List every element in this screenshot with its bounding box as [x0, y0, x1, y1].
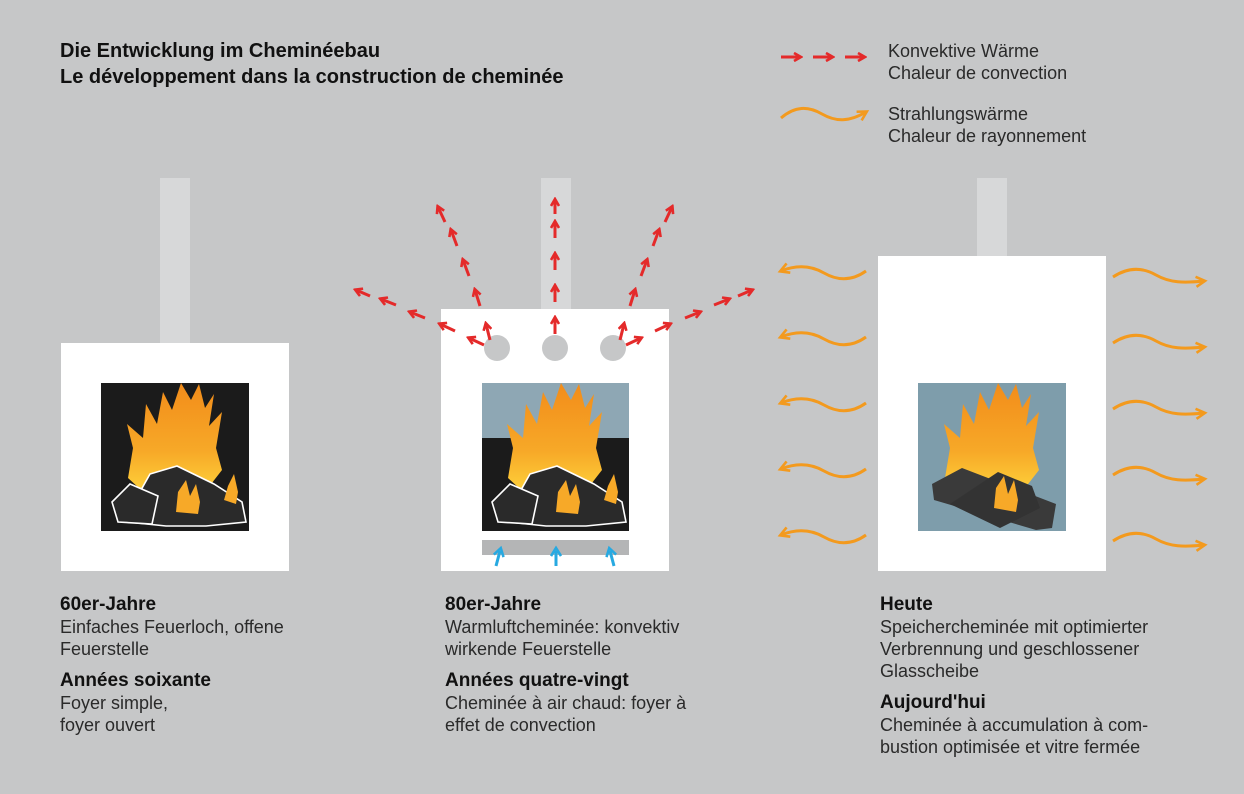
legend-convective-de: Konvektive Wärme: [888, 41, 1040, 61]
legend-radiant-de: Strahlungswärme: [888, 104, 1029, 124]
caption-heading-de: Heute: [880, 594, 933, 615]
air-vent: [484, 335, 510, 361]
caption-line: Verbrennung und geschlossener: [880, 639, 1140, 659]
stove-today: [777, 178, 1208, 571]
caption-60s: 60er-Jahre Einfaches Feuerloch, offene F…: [60, 594, 400, 736]
title-german: Die Entwicklung im Cheminéebau: [60, 40, 381, 62]
caption-heading-de: 80er-Jahre: [445, 594, 542, 615]
caption-line: effet de convection: [445, 715, 596, 735]
glass-firebox: [918, 383, 1066, 531]
caption-line: Feuerstelle: [60, 639, 150, 659]
title-french: Le développement dans la construction de…: [60, 66, 564, 88]
stove-80s: [356, 178, 752, 571]
caption-heading-fr: Années soixante: [60, 670, 211, 691]
cool-air-arrows: [496, 551, 614, 567]
caption-heading-fr: Aujourd'hui: [880, 692, 986, 713]
air-vent: [542, 335, 568, 361]
caption-heading-de: 60er-Jahre: [60, 594, 157, 615]
caption-line: Foyer simple,: [60, 693, 169, 713]
diagram-title: Die Entwicklung im Cheminéebau Le dévelo…: [60, 38, 563, 90]
radiant-heat-arrows-left: [777, 262, 867, 545]
convective-heat-arrows: [356, 200, 752, 347]
legend-radiant-icon: [780, 107, 870, 122]
stove-60s: [61, 178, 289, 571]
legend-convective: Konvektive Wärme Chaleur de convection: [888, 40, 1067, 84]
firebox: [482, 383, 629, 531]
caption-line: wirkende Feuerstelle: [445, 639, 612, 659]
caption-line: foyer ouvert: [60, 715, 156, 735]
legend-convective-fr: Chaleur de convection: [888, 63, 1068, 83]
caption-line: Einfaches Feuerloch, offene: [60, 617, 284, 637]
chimney-pipe: [160, 178, 190, 344]
radiant-heat-arrows-right: [1112, 267, 1208, 552]
caption-line: Warmluftcheminée: konvektiv: [445, 617, 680, 637]
caption-line: bustion optimisée et vitre fermée: [880, 737, 1141, 757]
caption-line: Glasscheibe: [880, 661, 980, 681]
legend-radiant-fr: Chaleur de rayonnement: [888, 126, 1087, 146]
legend-radiant: Strahlungswärme Chaleur de rayonnement: [888, 103, 1086, 147]
air-vent: [600, 335, 626, 361]
caption-heading-fr: Années quatre-vingt: [445, 670, 629, 691]
chimney-pipe: [977, 178, 1007, 258]
firebox: [101, 383, 249, 531]
caption-today: Heute Speichercheminée mit optimierter V…: [880, 594, 1230, 758]
caption-line: Cheminée à accumulation à com-: [880, 715, 1149, 735]
caption-line: Cheminée à air chaud: foyer à: [445, 693, 687, 713]
caption-80s: 80er-Jahre Warmluftcheminée: konvektiv w…: [445, 594, 785, 736]
caption-line: Speichercheminée mit optimierter: [880, 617, 1149, 637]
